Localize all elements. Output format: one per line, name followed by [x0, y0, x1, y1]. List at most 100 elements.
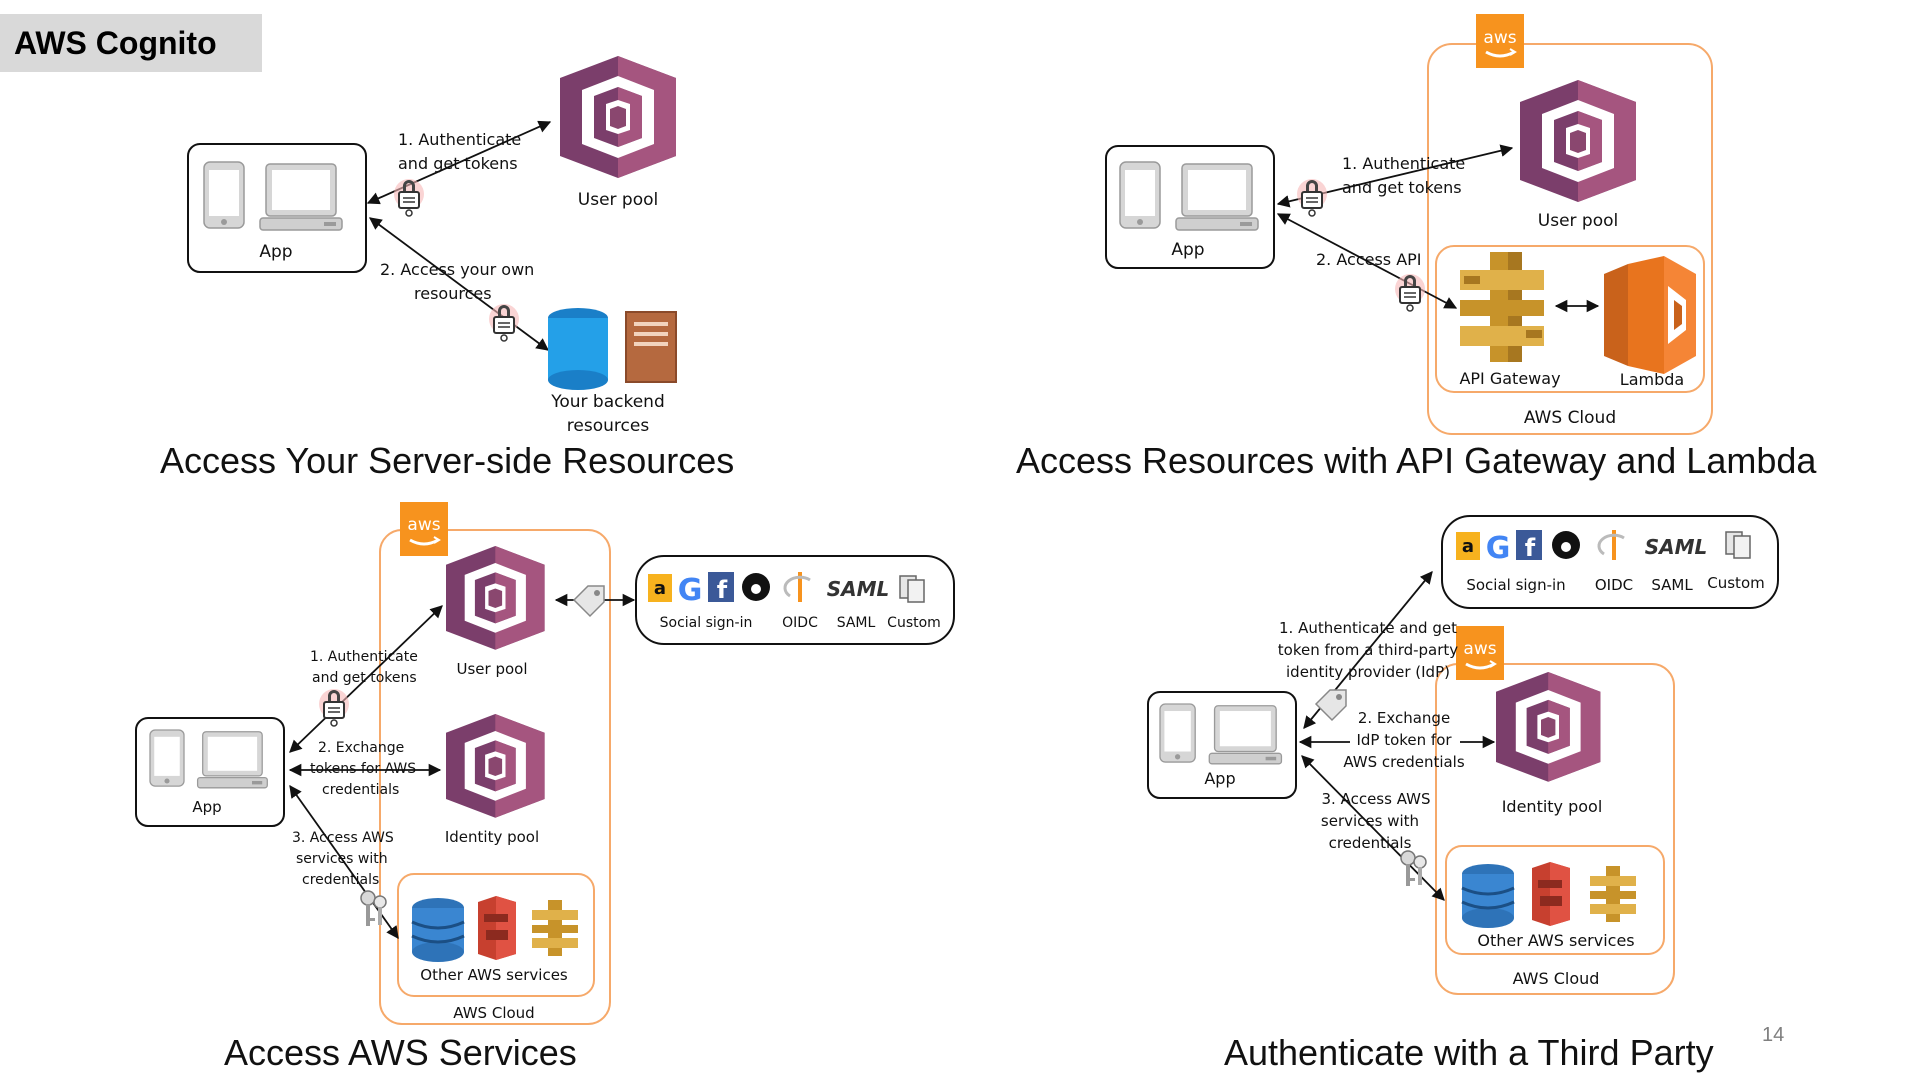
- step1-line1: 1. Authenticate and get: [1279, 619, 1457, 637]
- s3-icon: [1532, 862, 1570, 926]
- saml-label: SAML: [1651, 576, 1693, 594]
- step2-line3: credentials: [322, 782, 399, 798]
- token-tag-icon: [1315, 689, 1347, 721]
- step2-line2: resources: [414, 284, 492, 303]
- oidc-icon: [1597, 530, 1625, 560]
- saml-logo: SAML: [827, 577, 890, 601]
- aws-cloud-label: AWS Cloud: [1524, 408, 1616, 428]
- app-label: App: [1204, 769, 1235, 788]
- aws-cloud-border: [379, 529, 611, 1025]
- step2-line1: 2. Exchange: [318, 740, 404, 756]
- facebook-icon: f: [1516, 530, 1542, 562]
- api-gateway-small-icon: [1590, 866, 1636, 922]
- page-number: 14: [1762, 1024, 1785, 1046]
- panel-api-gateway: aws User pool API Gateway Lambda AWS Clo…: [1105, 12, 1713, 435]
- devices-icon: [1119, 161, 1259, 231]
- cognito-identity-pool-icon: [1496, 672, 1601, 782]
- svg-text:f: f: [717, 576, 728, 604]
- step3-line2: services with: [296, 851, 388, 867]
- saml-label: SAML: [837, 615, 876, 631]
- step1-line1: 1. Authenticate: [310, 649, 418, 665]
- arrow-authenticate: [289, 605, 443, 753]
- api-gateway-small-icon: [532, 900, 578, 956]
- aws-logo-text: aws: [1463, 639, 1496, 659]
- aws-cloud-label: AWS Cloud: [1513, 969, 1600, 988]
- google-icon: G: [678, 573, 703, 608]
- server-icon: [625, 311, 677, 383]
- step2-label: 2. Access API: [1316, 250, 1422, 269]
- oidc-icon: [783, 572, 811, 602]
- step1-line2: and get tokens: [1342, 178, 1462, 197]
- panel-server-side: App User pool 1. Authenticate and get to…: [187, 56, 677, 436]
- facebook-icon: f: [708, 572, 734, 604]
- aws-logo-text: aws: [1483, 28, 1516, 48]
- step1-line1: 1. Authenticate: [1342, 154, 1465, 173]
- svg-text:f: f: [1525, 534, 1536, 562]
- custom-label: Custom: [887, 615, 941, 631]
- aws-cloud-label: AWS Cloud: [453, 1004, 534, 1022]
- custom-icon: [899, 575, 925, 603]
- oidc-label: OIDC: [1595, 576, 1633, 594]
- identity-pool-label: Identity pool: [445, 828, 539, 846]
- backend-label-line2: resources: [567, 416, 650, 436]
- arrow-access-api: [1276, 213, 1458, 309]
- cognito-user-pool-icon: [560, 56, 676, 178]
- svg-text:a: a: [1462, 536, 1474, 557]
- caption-server-side: Access Your Server-side Resources: [160, 440, 735, 481]
- app-label: App: [192, 798, 221, 816]
- inner-cloud-border: [1435, 245, 1705, 393]
- panel-aws-services: aws User pool Identity pool Other AWS se…: [135, 500, 955, 1025]
- amazon-icon: a: [648, 574, 672, 602]
- step1-line2: token from a third-party: [1278, 641, 1459, 659]
- step2-line1: 2. Exchange: [1358, 709, 1450, 727]
- api-gateway-label: API Gateway: [1459, 369, 1560, 388]
- panel-third-party: a G f SAML Social sign-in OIDC SAML Cust…: [1147, 515, 1779, 995]
- lock-icon: [1394, 273, 1426, 312]
- token-tag-icon: [573, 585, 605, 617]
- user-pool-label: User pool: [578, 190, 658, 210]
- other-services-label: Other AWS services: [420, 966, 568, 984]
- social-label: Social sign-in: [1466, 576, 1565, 594]
- cognito-identity-pool-icon: [446, 714, 545, 818]
- step3-line3: credentials: [1329, 834, 1412, 852]
- step2-line2: tokens for AWS: [310, 761, 416, 777]
- s3-icon: [478, 896, 516, 960]
- devices-icon: [203, 161, 343, 231]
- custom-label: Custom: [1707, 574, 1764, 592]
- devices-icon: [149, 729, 268, 789]
- step3-line2: services with: [1321, 812, 1419, 830]
- google-icon: G: [1486, 531, 1511, 566]
- identity-pool-label: Identity pool: [1502, 797, 1603, 816]
- svg-text:a: a: [654, 578, 666, 599]
- user-pool-label: User pool: [456, 660, 527, 678]
- custom-icon: [1725, 531, 1751, 559]
- apple-icon: [742, 573, 770, 601]
- app-label: App: [259, 242, 292, 262]
- step2-line3: AWS credentials: [1343, 753, 1465, 771]
- lock-icon: [393, 178, 425, 217]
- amazon-icon: a: [1456, 532, 1480, 560]
- apple-icon: [1552, 531, 1580, 559]
- caption-third-party: Authenticate with a Third Party: [1224, 1032, 1714, 1073]
- oidc-label: OIDC: [782, 615, 818, 631]
- step3-line1: 3. Access AWS: [292, 830, 394, 846]
- dynamodb-icon: [410, 896, 466, 964]
- step2-line2: IdP token for: [1356, 731, 1452, 749]
- lock-icon: [488, 303, 520, 342]
- app-label: App: [1171, 240, 1204, 260]
- cognito-user-pool-icon: [446, 546, 545, 650]
- step2-line1: 2. Access your own: [380, 260, 534, 279]
- step1-line2: and get tokens: [398, 154, 518, 173]
- step3-line3: credentials: [302, 872, 379, 888]
- step1-line2: and get tokens: [312, 670, 417, 686]
- aws-logo-text: aws: [407, 515, 440, 535]
- dynamodb-icon: [1460, 862, 1516, 930]
- step1-line1: 1. Authenticate: [398, 130, 521, 149]
- social-label: Social sign-in: [660, 615, 753, 631]
- caption-api-gateway: Access Resources with API Gateway and La…: [1016, 440, 1817, 481]
- inner-cloud-border: [1445, 845, 1665, 955]
- saml-logo: SAML: [1645, 535, 1708, 559]
- lambda-label: Lambda: [1620, 370, 1684, 389]
- user-pool-label: User pool: [1538, 211, 1618, 231]
